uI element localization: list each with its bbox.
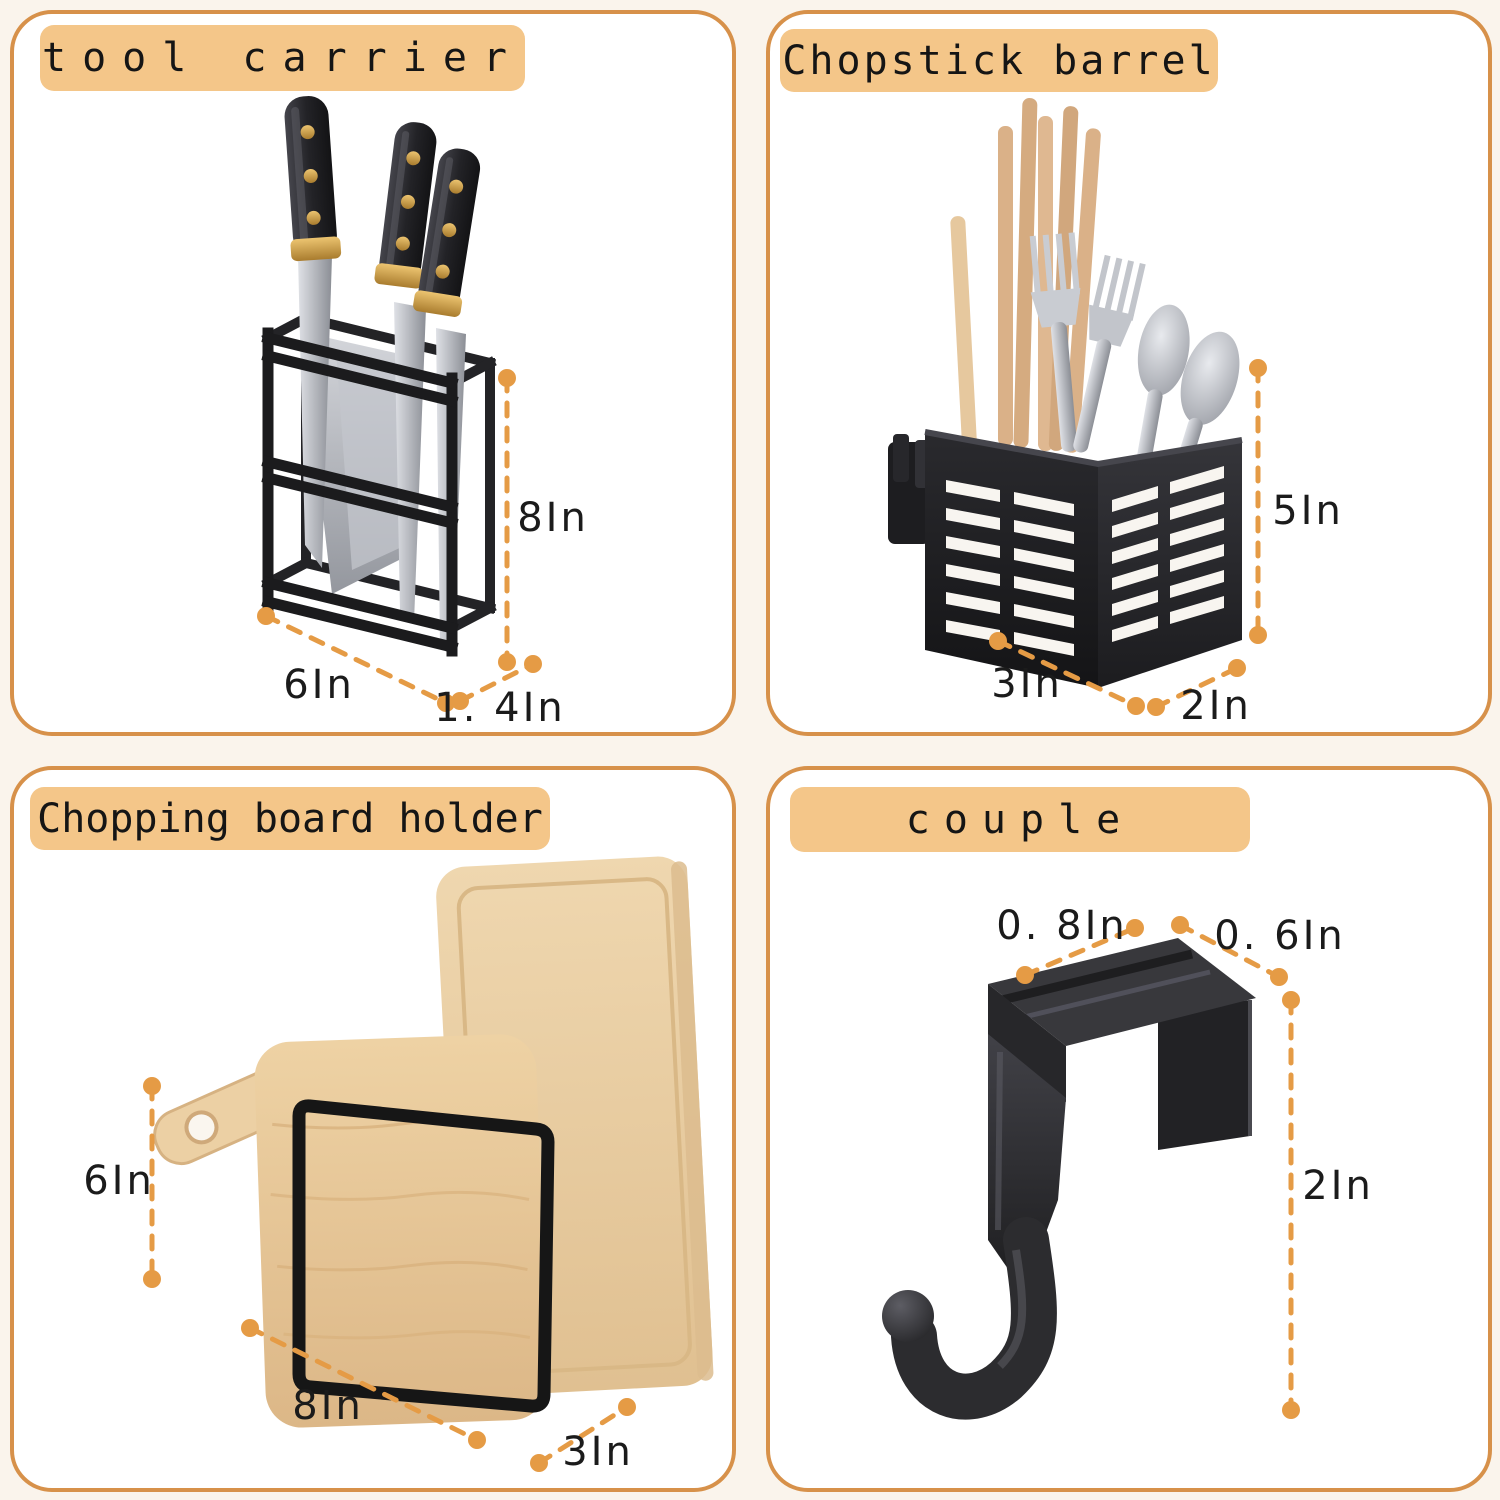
tool-carrier-height-label: 8In (517, 495, 589, 541)
couple-top-depth-label: 0. 6In (1214, 913, 1346, 959)
chopping-board-holder-height-label: 6In (83, 1158, 155, 1204)
chopstick-barrel-dimension-lines (989, 359, 1267, 716)
chopping-board-holder-dimension-lines (143, 1077, 636, 1472)
chopping-board-holder-image (153, 856, 714, 1428)
chopping-board-holder-width-label: 8In (292, 1383, 364, 1429)
chopstick-barrel-width-label: 3In (991, 661, 1063, 707)
title-chopstick-barrel: Chopstick barrel (780, 29, 1218, 92)
chopstick-barrel-depth-label: 2In (1180, 683, 1252, 729)
chopstick-barrel-image (888, 98, 1243, 688)
chopstick-barrel-height-label: 5In (1272, 488, 1344, 534)
title-chopping-board-holder: Chopping board holder (30, 787, 550, 850)
couple-dimension-lines (1016, 916, 1300, 1419)
couple-hook-image (882, 938, 1256, 1420)
panel-couple (766, 766, 1492, 1492)
tool-carrier-width-label: 6In (283, 662, 355, 708)
tool-carrier-dimension-lines (257, 369, 542, 712)
tool-carrier-image (261, 96, 497, 657)
chopping-board-holder-depth-label: 3In (562, 1429, 634, 1475)
couple-top-width-label: 0. 8In (996, 903, 1128, 949)
title-couple: couple (790, 787, 1250, 852)
couple-height-label: 2In (1302, 1163, 1374, 1209)
title-tool-carrier: tool carrier (40, 25, 525, 91)
tool-carrier-depth-label: 1. 4In (434, 685, 566, 731)
